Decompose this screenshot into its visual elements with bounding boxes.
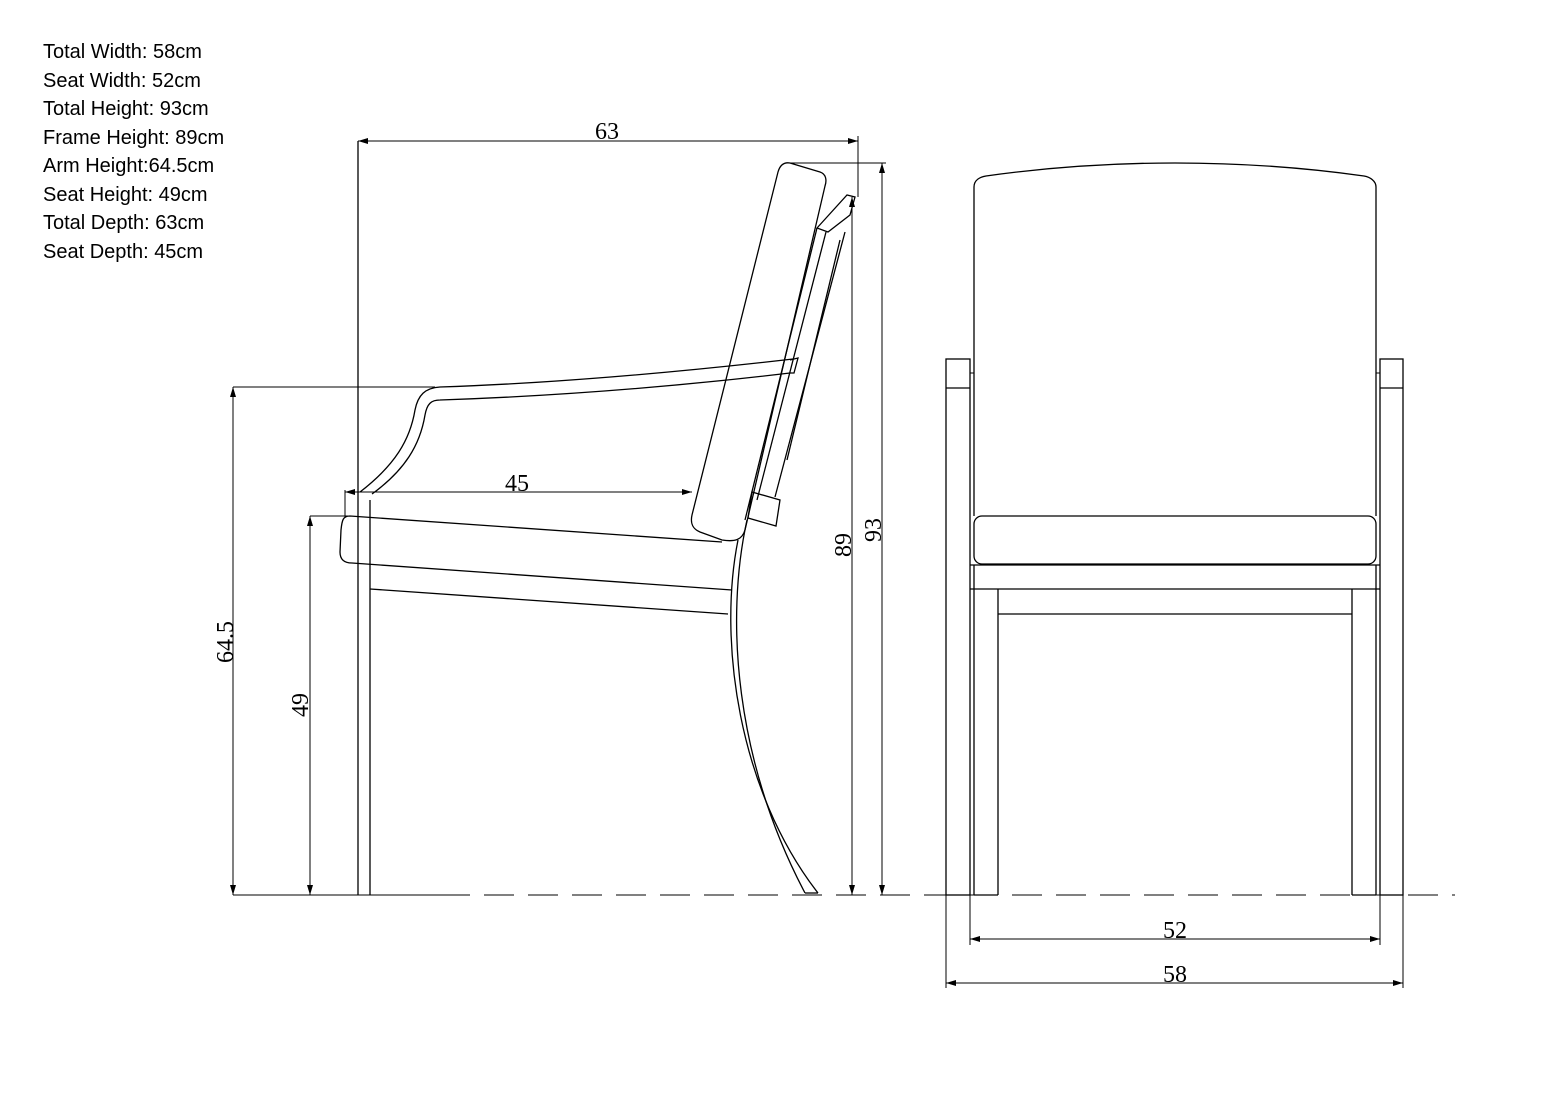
dim-total-width: 58 [1163, 962, 1187, 988]
spec-seat-depth: Seat Depth: 45cm [43, 240, 204, 263]
spec-seat-width: Seat Width: 52cm [43, 69, 201, 92]
side-view: 63 45 64.5 49 89 93 [213, 119, 887, 895]
dim-arm-height: 64.5 [213, 621, 239, 663]
dim-seat-width: 52 [1163, 918, 1187, 944]
spec-frame-height: Frame Height: 89cm [43, 126, 225, 149]
dim-seat-depth: 45 [505, 471, 529, 497]
dim-frame-height: 89 [831, 533, 857, 557]
spec-seat-height: Seat Height: 49cm [43, 183, 208, 206]
front-view: 52 58 [945, 162, 1404, 988]
dim-total-depth: 63 [595, 119, 619, 145]
dim-total-height: 93 [861, 518, 887, 542]
dim-seat-height: 49 [288, 693, 314, 717]
spec-arm-height: Arm Height:64.5cm [43, 155, 215, 177]
spec-total-width: Total Width: 58cm [43, 41, 202, 63]
spec-total-height: Total Height: 93cm [43, 98, 209, 120]
spec-list: Total Width: 58cm Seat Width: 52cm Total… [43, 38, 224, 266]
spec-total-depth: Total Depth: 63cm [43, 212, 205, 234]
